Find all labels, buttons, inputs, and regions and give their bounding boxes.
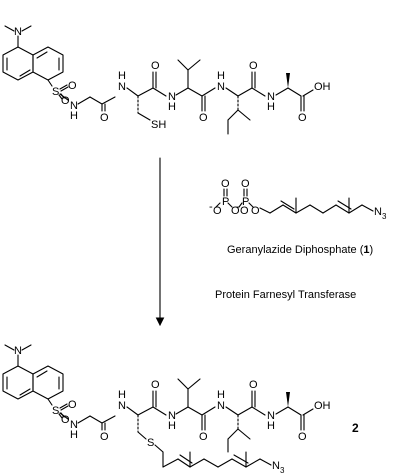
phosphate-o-top-2: O (241, 178, 250, 190)
alanine-residue-top: O OH (275, 73, 331, 124)
ester-o-label: O (251, 205, 260, 217)
isoleucine-h-label-product: H (217, 389, 225, 401)
phosphate-minus-left: - (209, 201, 213, 213)
glycine-residue-top: O (77, 96, 116, 124)
reagent-number: 1 (363, 244, 369, 256)
product-peptide: N S O O N H O (2, 344, 331, 475)
reagent-structure: O O P P O - O O - O N 3 (209, 178, 387, 221)
sulfonyl-o-label-2: O (61, 95, 70, 107)
isoleucine-residue-top: O (225, 60, 266, 135)
valine-n-label: N (168, 91, 176, 103)
naphthalene-ring-bottom (2, 365, 64, 400)
amine-n-label: N (14, 26, 22, 38)
valine-h-label-product: H (168, 420, 176, 432)
sulfonyl-o-label-product-2: O (61, 414, 70, 426)
valine-residue-bottom: O (175, 378, 216, 443)
valine-h-label: H (168, 101, 176, 113)
cysteine-h-label: H (118, 70, 126, 82)
sulfonyl-o-label-1: O (68, 80, 77, 92)
phosphorus-label-2: P (242, 196, 249, 208)
phosphate-minus-right: - (236, 201, 240, 213)
naphthalene-ring-top (2, 46, 64, 81)
starting-peptide: N S O O N H (2, 25, 331, 135)
isoleucine-n-label-product: N (217, 400, 225, 412)
reagent-name: Geranylazide Diphosphate ( (227, 244, 364, 256)
cysteine-residue-bottom: S O (126, 379, 167, 449)
azide-n-label-product: N (272, 460, 280, 472)
isoleucine-carbonyl-o: O (249, 60, 258, 72)
alanine-h-label-product: H (267, 420, 275, 432)
cysteine-carbonyl-o-product: O (151, 379, 160, 391)
alanine-n-label-product: N (267, 410, 275, 422)
isoleucine-h-label: H (217, 70, 225, 82)
valine-residue-top: O (175, 59, 216, 124)
product-number: 2 (352, 421, 359, 435)
thiol-sh-label: SH (151, 119, 166, 131)
alanine-n-label: N (267, 91, 275, 103)
sulfonyl-group-bottom: S O O (47, 398, 77, 426)
phosphate-ominus-right: O (240, 205, 249, 217)
alanine-residue-bottom: O OH (275, 392, 331, 443)
sulfonyl-group-top: S O O (47, 79, 77, 107)
phosphorus-label-1: P (222, 196, 229, 208)
sulfonamide-h-label: H (70, 110, 78, 122)
alanine-h-label: H (267, 101, 275, 113)
alanine-carbonyl-o: O (298, 112, 307, 124)
reagent-caption: Geranylazide Diphosphate (1) (227, 244, 373, 256)
azide-subscript-product: 3 (280, 466, 285, 475)
valine-carbonyl-o: O (199, 112, 208, 124)
azide-subscript-reagent: 3 (382, 212, 387, 221)
glycine-residue-bottom: O (77, 415, 116, 443)
azide-n-label-reagent: N (374, 206, 382, 218)
geranyl-chain-product: N 3 (154, 444, 285, 475)
isoleucine-residue-bottom: O (225, 379, 266, 453)
phosphate-ominus-left: O (213, 205, 222, 217)
isoleucine-carbonyl-o-product: O (249, 379, 258, 391)
valine-carbonyl-o-product: O (199, 431, 208, 443)
cysteine-n-label-product: N (118, 400, 126, 412)
sulfonamide-n-label: N (70, 100, 78, 112)
bridging-o-label: O (231, 205, 240, 217)
sulfonyl-s-label: S (52, 86, 59, 98)
thioether-s-label: S (147, 437, 154, 449)
isoleucine-n-label: N (217, 81, 225, 93)
glycine-carbonyl-o: O (100, 112, 109, 124)
glycine-carbonyl-o-product: O (100, 431, 109, 443)
cysteine-carbonyl-o: O (151, 60, 160, 72)
carboxyl-oh-label-product: OH (314, 400, 331, 412)
cysteine-n-label: N (118, 81, 126, 93)
dimethylamino-group-top: N (4, 25, 32, 48)
alanine-carbonyl-o-product: O (298, 431, 307, 443)
sulfonyl-s-label-product: S (52, 405, 59, 417)
reagent-close-paren: ) (369, 244, 373, 256)
dimethylamino-group-bottom: N (4, 344, 32, 367)
sulfonyl-o-label-product-1: O (68, 399, 77, 411)
cysteine-h-label-product: H (118, 389, 126, 401)
phosphate-o-top-1: O (221, 178, 230, 190)
valine-n-label-product: N (168, 410, 176, 422)
carboxyl-oh-label: OH (314, 81, 331, 93)
sulfonamide-h-label-product: H (70, 429, 78, 441)
cysteine-residue-top: SH O (126, 60, 167, 131)
enzyme-caption: Protein Farnesyl Transferase (215, 289, 356, 301)
sulfonamide-n-label-product: N (70, 419, 78, 431)
amine-n-label-product: N (14, 345, 22, 357)
